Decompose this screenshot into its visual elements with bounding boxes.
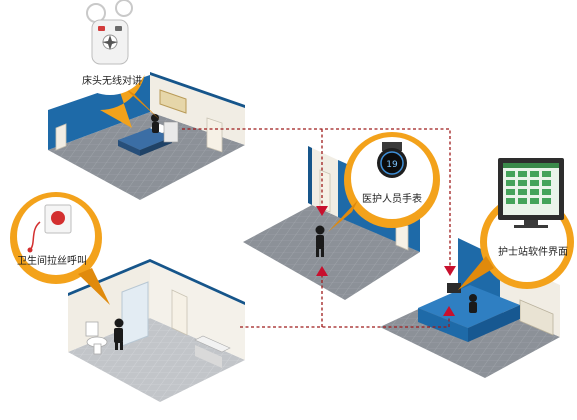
smart-watch-icon: 19 <box>377 142 407 178</box>
arrow-down-station <box>444 266 456 276</box>
callout-station-pin <box>458 256 494 290</box>
patient-figure <box>151 114 159 133</box>
corridor-floor <box>243 205 420 300</box>
callout-bedside-pin <box>122 86 160 120</box>
bathroom-person <box>114 318 124 350</box>
station-counter-front <box>418 308 468 342</box>
ward-wall-top <box>150 72 245 108</box>
bathroom <box>68 259 245 402</box>
route-ward-to-station <box>182 128 451 272</box>
bathroom-floor <box>68 318 245 402</box>
callout-station <box>458 158 574 290</box>
corridor-wall-edge <box>308 146 312 205</box>
watch-display-text: 19 <box>386 160 398 170</box>
bathroom-door <box>171 289 188 336</box>
callout-bedside-label: 床头无线对讲 <box>82 76 142 87</box>
bathroom-shower <box>121 281 149 347</box>
ward-door <box>55 123 67 151</box>
station-counter-side <box>468 305 520 342</box>
callout-station-label: 护士站软件界面 <box>498 247 568 258</box>
monitor-software-icon <box>498 158 564 228</box>
intercom-device-icon <box>86 0 133 65</box>
pull-cord-call-icon <box>27 204 72 253</box>
ward-right-door <box>206 117 223 153</box>
bathroom-back-wall <box>150 262 245 360</box>
arrow-down-watch <box>316 206 328 216</box>
route-arrows <box>316 206 456 316</box>
bathroom-wall-top <box>150 259 245 305</box>
sink <box>194 335 231 368</box>
toilet <box>85 321 108 355</box>
ward-bed <box>118 121 179 156</box>
staff-figure <box>315 225 325 257</box>
callout-watch-pin <box>328 200 358 232</box>
arrow-up-station <box>443 306 455 316</box>
callout-bedside <box>70 0 160 128</box>
nurse-figure <box>469 294 477 313</box>
ward-room <box>48 72 245 200</box>
callout-bathroom <box>10 192 110 305</box>
bathroom-wall-top-left <box>68 259 150 296</box>
callout-bathroom-label: 卫生间拉丝呼叫 <box>17 256 87 267</box>
callout-watch-label: 医护人员手表 <box>362 194 422 205</box>
callout-bathroom-pin <box>78 268 110 305</box>
ward-window <box>159 89 187 114</box>
callout-watch: 19 <box>328 132 440 232</box>
ward-floor <box>48 112 245 200</box>
arrow-up-staff <box>316 266 328 276</box>
station-monitor <box>447 283 461 293</box>
